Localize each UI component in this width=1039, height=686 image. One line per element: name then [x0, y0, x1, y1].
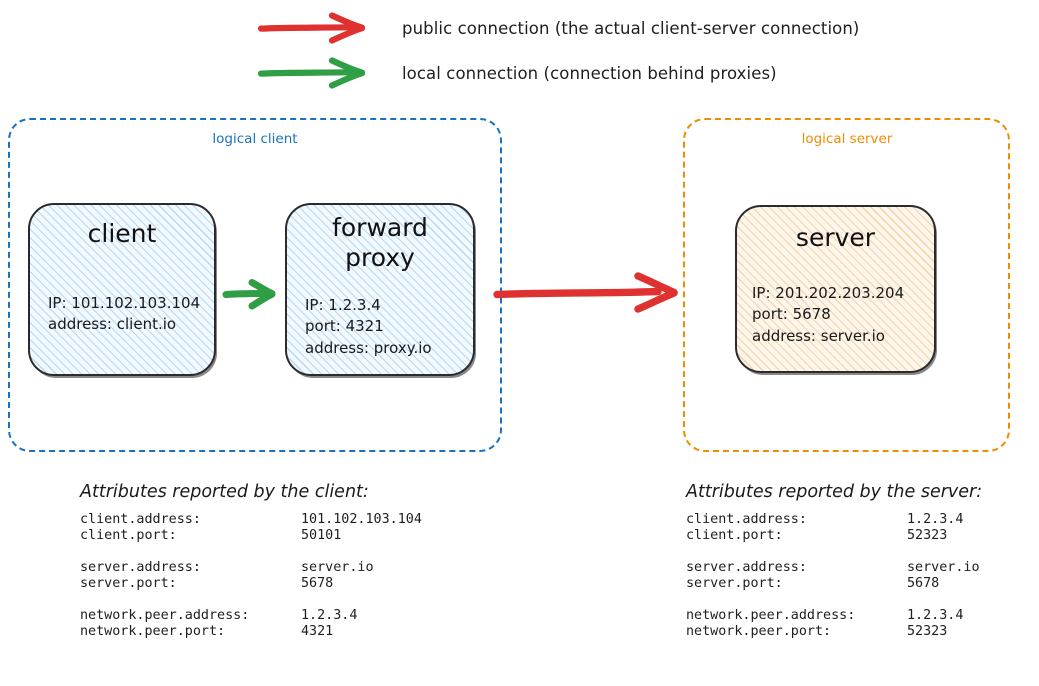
logical-client-label: logical client: [212, 131, 298, 147]
attribute-value: 52323: [907, 624, 948, 639]
attributes-client-title: Attributes reported by the client:: [80, 482, 369, 502]
attribute-key: client.port:: [686, 528, 783, 543]
attributes-row: client.address: 1.2.3.4: [686, 512, 980, 528]
legend-item-public-connection: public connection (the actual client-ser…: [257, 12, 860, 44]
node-server[interactable]: server IP: 201.202.203.204 port: 5678 ad…: [735, 205, 936, 373]
node-forward-proxy[interactable]: forward proxy IP: 1.2.3.4 port: 4321 add…: [285, 203, 475, 376]
attribute-value: 1.2.3.4: [907, 512, 964, 527]
attributes-row: network.peer.port: 4321: [80, 624, 422, 640]
node-forward-proxy-body: forward proxy IP: 1.2.3.4 port: 4321 add…: [287, 205, 473, 374]
attribute-value: 4321: [301, 624, 334, 639]
attributes-row-spacer: [686, 544, 980, 560]
attribute-value: 5678: [907, 576, 940, 591]
attributes-row: client.address: 101.102.103.104: [80, 512, 422, 528]
attribute-value: server.io: [907, 560, 980, 575]
attribute-key: network.peer.address:: [686, 608, 856, 623]
attribute-key: network.peer.port:: [686, 624, 832, 639]
attributes-row: network.peer.address: 1.2.3.4: [686, 608, 980, 624]
node-server-attributes: IP: 201.202.203.204 port: 5678 address: …: [752, 284, 905, 345]
attributes-row: server.address: server.io: [80, 560, 422, 576]
attributes-row: client.port: 52323: [686, 528, 980, 544]
attributes-row-spacer: [80, 592, 422, 608]
attribute-key: network.peer.port:: [80, 624, 226, 639]
node-client-body: client IP: 101.102.103.104 address: clie…: [30, 205, 214, 374]
attribute-key: server.address:: [686, 560, 807, 575]
attribute-key: client.address:: [80, 512, 201, 527]
node-forward-proxy-attributes: IP: 1.2.3.4 port: 4321 address: proxy.io: [305, 296, 432, 357]
attribute-key: client.address:: [686, 512, 807, 527]
attributes-row: server.port: 5678: [686, 576, 980, 592]
attribute-key: server.port:: [80, 576, 177, 591]
attributes-row-spacer: [80, 544, 422, 560]
attribute-value: 50101: [301, 528, 342, 543]
legend-item-local-connection: local connection (connection behind prox…: [257, 57, 777, 89]
logical-server-container: [683, 118, 1010, 452]
attribute-value: 1.2.3.4: [301, 608, 358, 623]
legend-label-local-connection: local connection (connection behind prox…: [402, 63, 777, 83]
attribute-value: server.io: [301, 560, 374, 575]
attributes-client-panel: Attributes reported by the client: clien…: [80, 482, 422, 640]
arrow-right-icon: [257, 12, 376, 44]
attributes-server-panel: Attributes reported by the server: clien…: [686, 482, 982, 640]
attribute-key: server.address:: [80, 560, 201, 575]
attribute-key: server.port:: [686, 576, 783, 591]
attributes-row: client.port: 50101: [80, 528, 422, 544]
attributes-row: server.address: server.io: [686, 560, 980, 576]
logical-client-container: [8, 118, 502, 452]
logical-server-label: logical server: [801, 131, 893, 147]
node-client-attributes: IP: 101.102.103.104 address: client.io: [48, 294, 201, 334]
attribute-value: 52323: [907, 528, 948, 543]
arrow-proxy-to-server-public: [492, 268, 684, 318]
attribute-key: client.port:: [80, 528, 177, 543]
arrow-client-to-proxy-local: [222, 276, 284, 312]
node-client[interactable]: client IP: 101.102.103.104 address: clie…: [28, 203, 216, 376]
legend-label-public-connection: public connection (the actual client-ser…: [402, 18, 860, 38]
attributes-row-spacer: [686, 592, 980, 608]
node-server-body: server IP: 201.202.203.204 port: 5678 ad…: [737, 207, 934, 371]
attribute-value: 1.2.3.4: [907, 608, 964, 623]
attributes-row: network.peer.address: 1.2.3.4: [80, 608, 422, 624]
attribute-key: network.peer.address:: [80, 608, 250, 623]
attributes-server-title: Attributes reported by the server:: [686, 482, 983, 502]
attribute-value: 101.102.103.104: [301, 512, 422, 527]
attributes-row: network.peer.port: 52323: [686, 624, 980, 640]
node-server-title: server: [795, 223, 876, 252]
attributes-row: server.port: 5678: [80, 576, 422, 592]
attributes-server-table: client.address: 1.2.3.4 client.port: 52323 s…: [686, 512, 980, 640]
arrow-right-icon: [257, 57, 376, 89]
node-client-title: client: [87, 219, 157, 248]
node-forward-proxy-title: forward proxy: [332, 213, 428, 272]
attribute-value: 5678: [301, 576, 334, 591]
